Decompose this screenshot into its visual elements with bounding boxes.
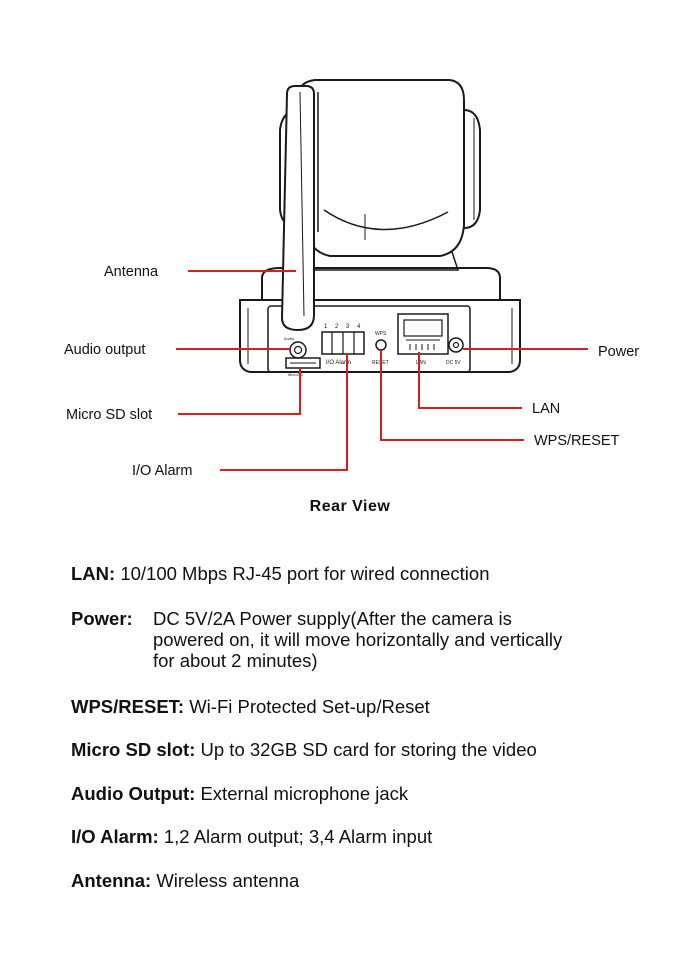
desc-antenna-term: Antenna:: [71, 870, 152, 891]
label-antenna: Antenna: [104, 264, 159, 280]
desc-lan: LAN: 10/100 Mbps RJ-45 port for wired co…: [71, 563, 671, 584]
desc-micro-sd: Micro SD slot: Up to 32GB SD card for st…: [71, 739, 671, 760]
desc-audio-output-term: Audio Output:: [71, 783, 196, 804]
leader-micro-sd-slot: [178, 368, 301, 415]
camera-head: [298, 79, 465, 257]
desc-io-alarm-term: I/O Alarm:: [71, 826, 159, 847]
wps-reset-button: [375, 339, 387, 351]
camera-base: [239, 299, 521, 373]
desc-wps-reset-term: WPS/RESET:: [71, 696, 185, 717]
audio-jack: [289, 341, 307, 359]
panel-dc: DC 5V: [446, 360, 461, 366]
antenna: [280, 85, 315, 332]
panel-sd: MicroSD: [288, 372, 303, 377]
panel-lan: LAN: [416, 360, 426, 366]
desc-power-term: Power:: [71, 608, 133, 629]
rear-panel: [267, 305, 471, 373]
desc-lan-term: LAN:: [71, 563, 116, 584]
panel-audio: Audio: [284, 336, 295, 341]
desc-antenna-text: Wireless antenna: [156, 870, 300, 891]
micro-sd-slot: [285, 357, 321, 369]
desc-power: Power: DC 5V/2A Power supply(After the c…: [71, 608, 671, 671]
desc-micro-sd-text: Up to 32GB SD card for storing the video: [200, 739, 537, 760]
panel-text: 1 2 3 4 I/O Alarm WPS RESET LAN DC 5V Au…: [284, 324, 461, 377]
desc-audio-output: Audio Output: External microphone jack: [71, 783, 671, 804]
label-wps-reset: WPS/RESET: [534, 433, 620, 449]
desc-power-text: DC 5V/2A Power supply(After the camera i…: [153, 608, 563, 671]
leader-wps-reset: [380, 350, 524, 441]
panel-io-numbers: 1 2 3 4: [324, 324, 363, 330]
panel-io-alarm: I/O Alarm: [326, 360, 351, 366]
label-micro-sd-slot: Micro SD slot: [66, 407, 152, 423]
label-io-alarm: I/O Alarm: [132, 463, 192, 479]
leader-io-alarm: [220, 354, 348, 471]
camera-side-right: [463, 109, 481, 229]
rear-view-diagram: 1 2 3 4 I/O Alarm WPS RESET LAN DC 5V Au…: [64, 79, 639, 479]
leader-lan: [418, 352, 522, 409]
camera-drawing: [239, 79, 521, 373]
leader-lines: [176, 270, 588, 471]
desc-audio-output-text: External microphone jack: [200, 783, 409, 804]
diagram-caption: Rear View: [309, 498, 391, 515]
label-audio-output: Audio output: [64, 342, 145, 358]
desc-io-alarm-text: 1,2 Alarm output; 3,4 Alarm input: [163, 826, 433, 847]
diagram-labels: Antenna Audio output Micro SD slot I/O A…: [64, 264, 639, 479]
label-power: Power: [598, 344, 639, 360]
lan-port: [397, 313, 449, 355]
desc-wps-reset: WPS/RESET: Wi-Fi Protected Set-up/Reset: [71, 696, 671, 717]
power-jack: [448, 337, 464, 353]
desc-lan-text: 10/100 Mbps RJ-45 port for wired connect…: [120, 563, 490, 584]
desc-micro-sd-term: Micro SD slot:: [71, 739, 196, 760]
panel-wps: WPS: [375, 331, 387, 337]
desc-wps-reset-text: Wi-Fi Protected Set-up/Reset: [189, 696, 430, 717]
label-lan: LAN: [532, 401, 560, 417]
desc-antenna: Antenna: Wireless antenna: [71, 870, 671, 891]
desc-io-alarm: I/O Alarm: 1,2 Alarm output; 3,4 Alarm i…: [71, 826, 671, 847]
